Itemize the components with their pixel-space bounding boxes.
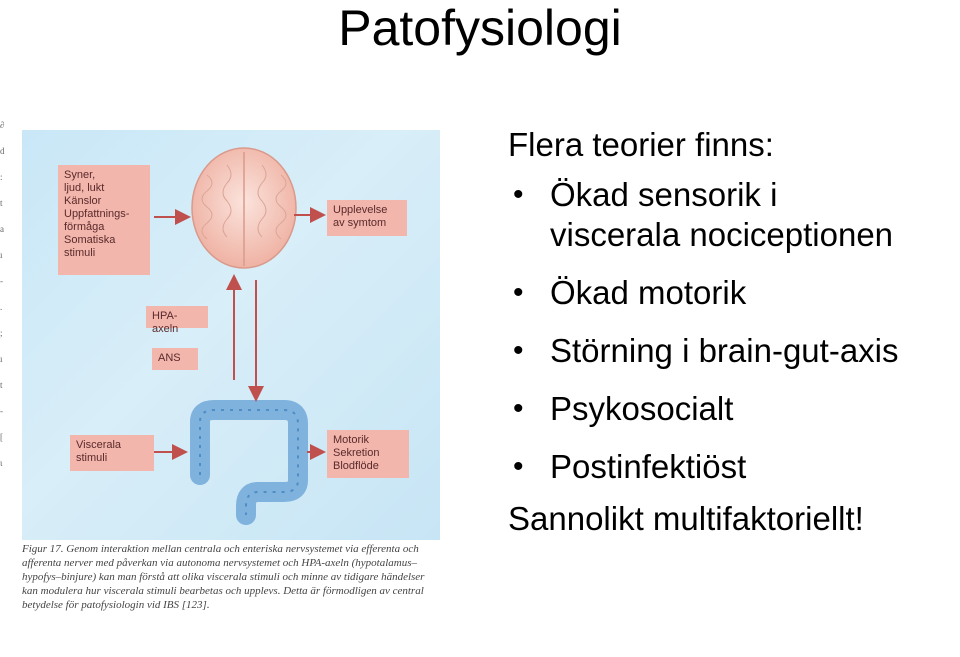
- box-line: stimuli: [76, 452, 108, 464]
- box-line: Känslor: [64, 195, 102, 207]
- intro-text: Flera teorier finns:: [508, 126, 774, 163]
- box-line: Syner,: [64, 169, 96, 181]
- list-item-text: viscerala nociceptionen: [550, 216, 894, 253]
- bullet-icon: •: [513, 178, 524, 211]
- box-line: av symtom: [333, 217, 387, 229]
- conclusion-text: Sannolikt multifaktoriellt!: [508, 500, 864, 537]
- bullet-icon: •: [513, 450, 524, 483]
- list-item-text: Ökad motorik: [550, 274, 747, 311]
- list-item: • Störning i brain-gut-axis: [508, 331, 960, 371]
- theory-list: • Ökad sensorik i viscerala nociceptione…: [508, 175, 960, 487]
- diagram-graphics: [154, 147, 326, 525]
- list-item-text: Störning i brain-gut-axis: [550, 332, 899, 369]
- box-line: stimuli: [64, 247, 96, 259]
- sensory-input-box: Syner, ljud, lukt Känslor Uppfattnings- …: [58, 165, 150, 275]
- symptom-experience-box: Upplevelse av symtom: [327, 200, 407, 236]
- bullet-icon: •: [513, 392, 524, 425]
- list-item: • Postinfektiöst: [508, 447, 960, 487]
- text-panel: Flera teorier finns: • Ökad sensorik i v…: [508, 125, 960, 539]
- box-line: Sekretion: [333, 447, 380, 459]
- box-line: Somatiska: [64, 234, 116, 246]
- box-line: Uppfattnings-: [64, 208, 130, 220]
- brain-illustration: [191, 147, 297, 269]
- box-line: Upplevelse: [333, 204, 388, 216]
- list-item: • Ökad sensorik i viscerala nociceptione…: [508, 175, 960, 255]
- motor-secretion-box: Motorik Sekretion Blodflöde: [327, 430, 409, 478]
- list-item-text: Psykosocialt: [550, 390, 734, 427]
- box-line: ljud, lukt: [64, 182, 105, 194]
- diagram-arrows: [154, 207, 326, 460]
- box-line: Blodflöde: [333, 460, 379, 472]
- bullet-icon: •: [513, 276, 524, 309]
- visceral-stimuli-box: Viscerala stimuli: [70, 435, 154, 471]
- list-item: • Ökad motorik: [508, 273, 960, 313]
- list-item-text: Postinfektiöst: [550, 448, 747, 485]
- box-line: förmåga: [64, 221, 105, 233]
- list-item: • Psykosocialt: [508, 389, 960, 429]
- bullet-icon: •: [513, 334, 524, 367]
- list-item-text: Ökad sensorik i: [550, 176, 778, 213]
- box-line: HPA-axeln: [152, 310, 179, 335]
- box-line: ANS: [158, 352, 181, 364]
- slide-title: Patofysiologi: [338, 0, 622, 56]
- ans-box: ANS: [152, 348, 198, 370]
- box-line: Motorik: [333, 434, 370, 446]
- hpa-axis-box: HPA-axeln: [146, 306, 208, 335]
- colon-illustration: [190, 400, 308, 525]
- box-line: Viscerala: [76, 439, 122, 451]
- diagram-panel: Syner, ljud, lukt Känslor Uppfattnings- …: [22, 130, 440, 540]
- figure-caption: Figur 17. Genom interaktion mellan centr…: [22, 543, 425, 611]
